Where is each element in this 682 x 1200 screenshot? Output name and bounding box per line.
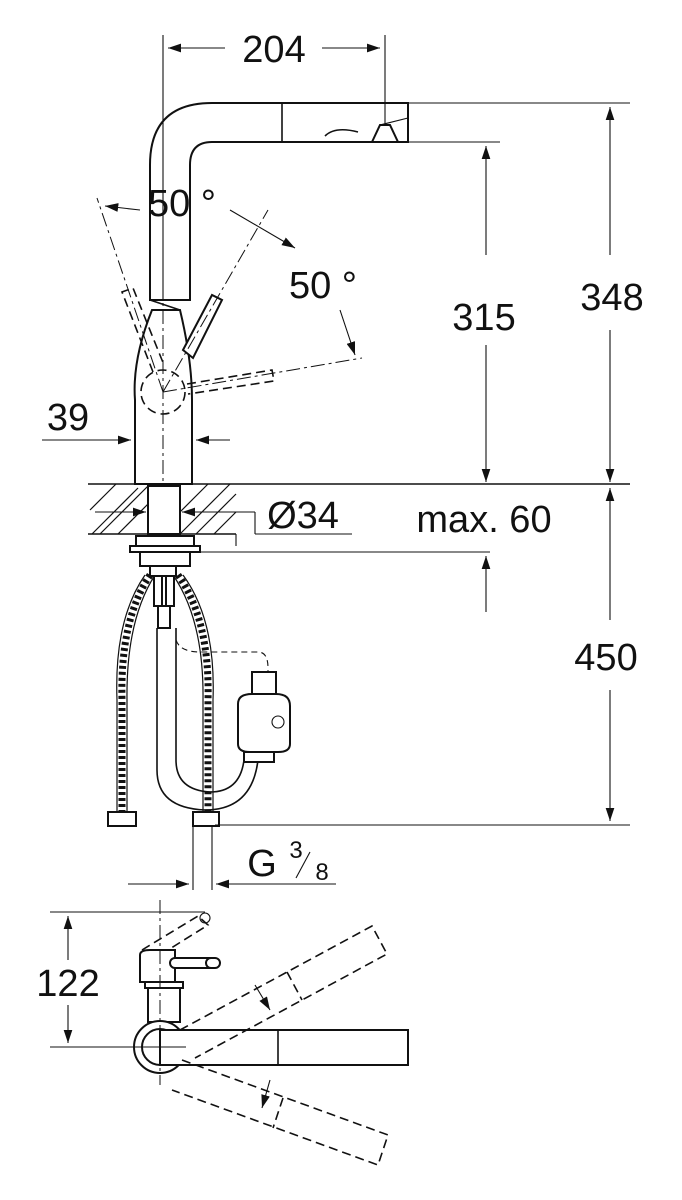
dim-315: 315 [398,141,516,482]
label-204: 204 [242,29,305,71]
label-122: 122 [36,963,99,1005]
spout-plan [159,1029,409,1066]
dim-thread: G 3 8 [128,826,336,890]
label-348: 348 [580,277,643,319]
dim-204: 204 [162,29,386,300]
dim-122: 122 [36,911,205,1048]
label-thread-g: G [247,843,277,885]
label-angle-right: 50 ° [289,265,357,307]
dim-max60: max. 60 [416,499,552,612]
spout-tube [149,102,409,301]
label-thread-denominator: 8 [315,859,328,886]
faucet-plan-view [133,900,409,1167]
control-box [237,693,291,753]
dim-39: 39 [42,397,230,445]
sink-deck: Ø34 [88,483,630,567]
label-39: 39 [47,397,89,439]
label-angle-left: 50 ° [148,183,216,225]
label-450: 450 [574,637,637,679]
spray-nozzle [370,124,400,143]
label-thread-numerator: 3 [289,837,302,864]
label-315: 315 [452,297,515,339]
dim-348: 348 [408,102,644,482]
label-diameter-34: Ø34 [267,495,339,537]
label-max-60: max. 60 [416,499,551,541]
faucet-elevation [96,35,409,560]
dim-angles: 50 ° 50 ° [104,183,357,356]
supply-hoses [107,565,291,827]
dim-450: 450 [215,488,638,826]
lever-handle [181,293,224,360]
